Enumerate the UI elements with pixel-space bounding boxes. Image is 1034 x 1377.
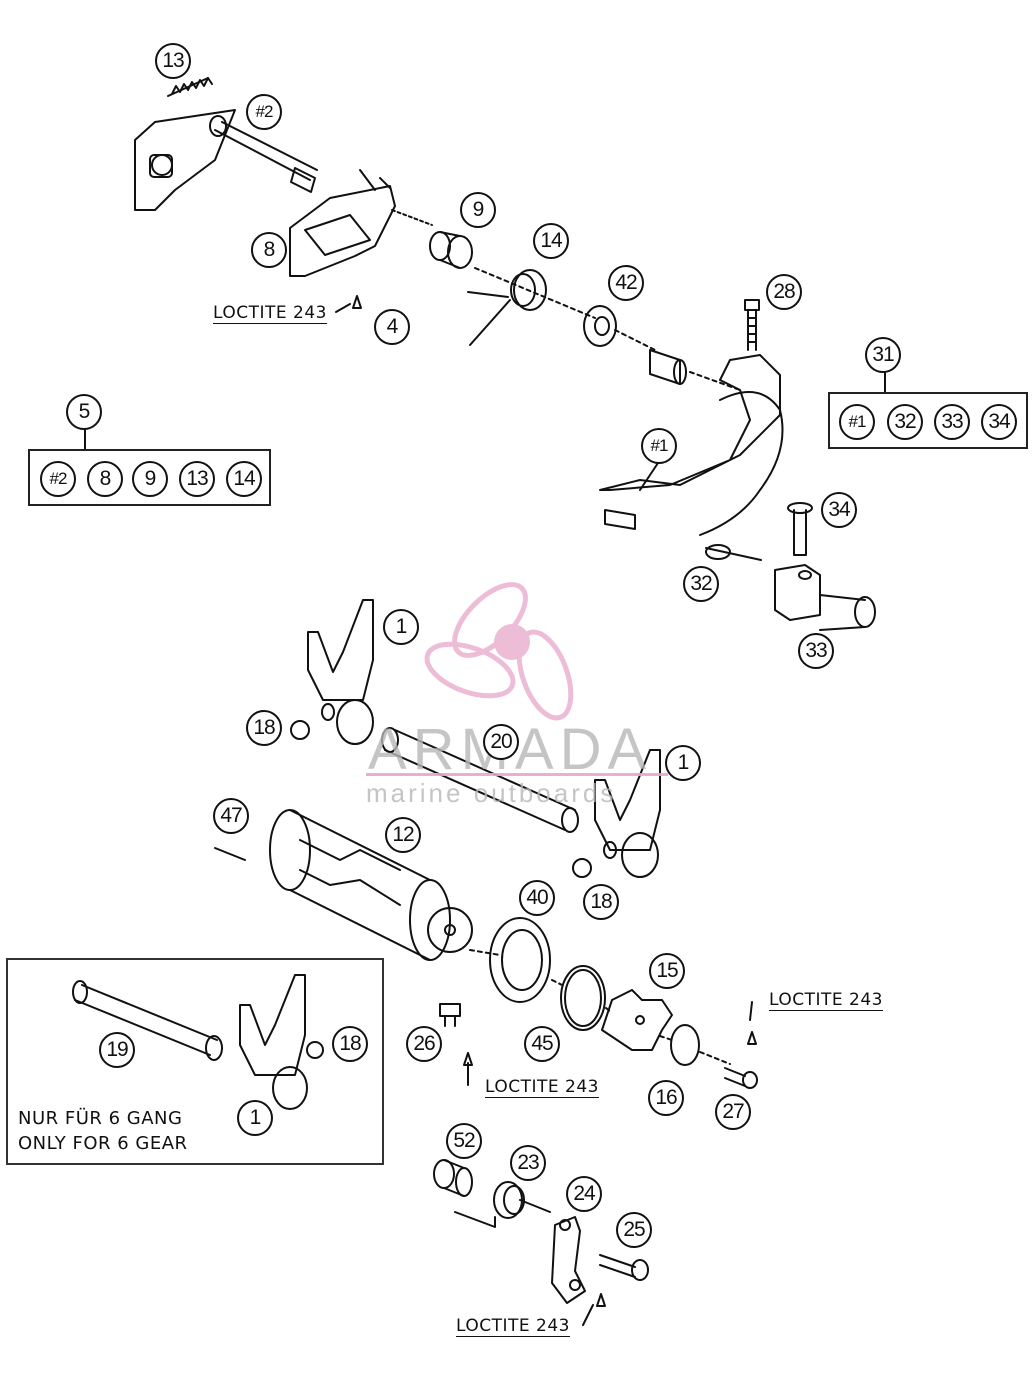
fork-rod-part — [381, 727, 579, 833]
loctite-note: LOCTITE 243 — [485, 1077, 599, 1098]
bushing-part — [429, 231, 473, 269]
kit-31-item: 33 — [934, 404, 970, 440]
kit-5-item: 13 — [179, 461, 215, 497]
callout-31: 31 — [865, 337, 901, 373]
callout-12: 12 — [385, 817, 421, 853]
shift-drum-part — [269, 809, 473, 961]
watermark-underline — [366, 773, 668, 776]
shift-star-part — [601, 989, 673, 1051]
washer-part — [583, 305, 617, 347]
return-spring-part — [467, 269, 547, 346]
callout-5: 5 — [66, 394, 102, 430]
callout-24: 24 — [566, 1176, 602, 1212]
callout-18-box: 18 — [332, 1026, 368, 1062]
kit-5-item: #2 — [40, 461, 76, 497]
callout-1-fork-top: 1 — [383, 609, 419, 645]
callout-1-lever: #1 — [641, 428, 677, 464]
circlip-part — [560, 965, 606, 1031]
callout-32: 32 — [683, 566, 719, 602]
callout-2: #2 — [246, 94, 282, 130]
selector-plate-part — [289, 169, 433, 277]
callout-15: 15 — [649, 953, 685, 989]
pin-part — [214, 847, 246, 861]
callout-26: 26 — [406, 1026, 442, 1062]
callout-13: 13 — [155, 43, 191, 79]
bolt-part — [724, 1067, 758, 1089]
callout-25: 25 — [616, 1212, 652, 1248]
callout-45: 45 — [524, 1026, 560, 1062]
watermark-tagline: marine outboards — [366, 778, 617, 808]
six-gear-note-en: ONLY FOR 6 GEAR — [18, 1133, 188, 1154]
callout-14: 14 — [533, 223, 569, 259]
roller-part — [572, 858, 592, 878]
callout-16: 16 — [648, 1080, 684, 1116]
kit-31-item: #1 — [839, 404, 875, 440]
torsion-spring-part — [454, 1181, 551, 1228]
footpeg-part — [774, 564, 876, 631]
callout-20: 20 — [483, 724, 519, 760]
kit-31-box: #1 32 33 34 — [828, 392, 1028, 449]
loctite-note: LOCTITE 243 — [769, 990, 883, 1011]
roller-part — [306, 1041, 324, 1059]
bolt-part — [599, 1254, 649, 1281]
six-gear-only-box — [6, 958, 384, 1165]
bearing-part — [489, 917, 551, 1003]
shift-shaft-part — [134, 109, 318, 211]
callout-47: 47 — [213, 798, 249, 834]
bushing-part — [433, 1159, 473, 1197]
six-gear-note-de: NUR FÜR 6 GANG — [18, 1108, 183, 1129]
callout-4: 4 — [374, 309, 410, 345]
callout-9: 9 — [460, 192, 496, 228]
roller-part — [290, 720, 310, 740]
shift-fork-part — [594, 749, 661, 878]
kit-5-box: #2 8 9 13 14 — [28, 449, 271, 506]
loctite-note: LOCTITE 243 — [213, 303, 327, 324]
callout-28: 28 — [766, 274, 802, 310]
watermark-logo — [424, 582, 574, 721]
shift-fork-part — [239, 974, 308, 1110]
callout-52: 52 — [446, 1123, 482, 1159]
callout-23: 23 — [510, 1145, 546, 1181]
callout-8: 8 — [251, 232, 287, 268]
callout-27: 27 — [715, 1094, 751, 1130]
kit-5-item: 9 — [132, 461, 168, 497]
callout-19: 19 — [99, 1032, 135, 1068]
kit-31-item: 32 — [887, 404, 923, 440]
kit-5-item: 14 — [226, 461, 262, 497]
small-spring-part — [705, 544, 762, 561]
sleeve-part — [649, 349, 687, 385]
callout-40: 40 — [519, 880, 555, 916]
loctite-note: LOCTITE 243 — [456, 1316, 570, 1337]
callout-18-top: 18 — [246, 710, 282, 746]
spring-part — [167, 77, 213, 97]
callout-34: 34 — [821, 492, 857, 528]
shift-lever-part — [599, 354, 784, 536]
shift-fork-part — [307, 599, 374, 745]
callout-1-fork-right: 1 — [665, 745, 701, 781]
callout-33: 33 — [798, 633, 834, 669]
bolt-part — [744, 299, 760, 351]
kit-31-item: 34 — [981, 404, 1017, 440]
pin-part — [787, 502, 813, 556]
locking-lever-part — [551, 1216, 586, 1304]
washer-part — [670, 1024, 700, 1066]
fork-rod-part — [72, 980, 223, 1061]
callout-18-mid: 18 — [583, 884, 619, 920]
callout-42: 42 — [608, 265, 644, 301]
callout-1-fork-box: 1 — [237, 1100, 273, 1136]
kit-5-item: 8 — [87, 461, 123, 497]
bolt-part — [439, 1003, 461, 1027]
